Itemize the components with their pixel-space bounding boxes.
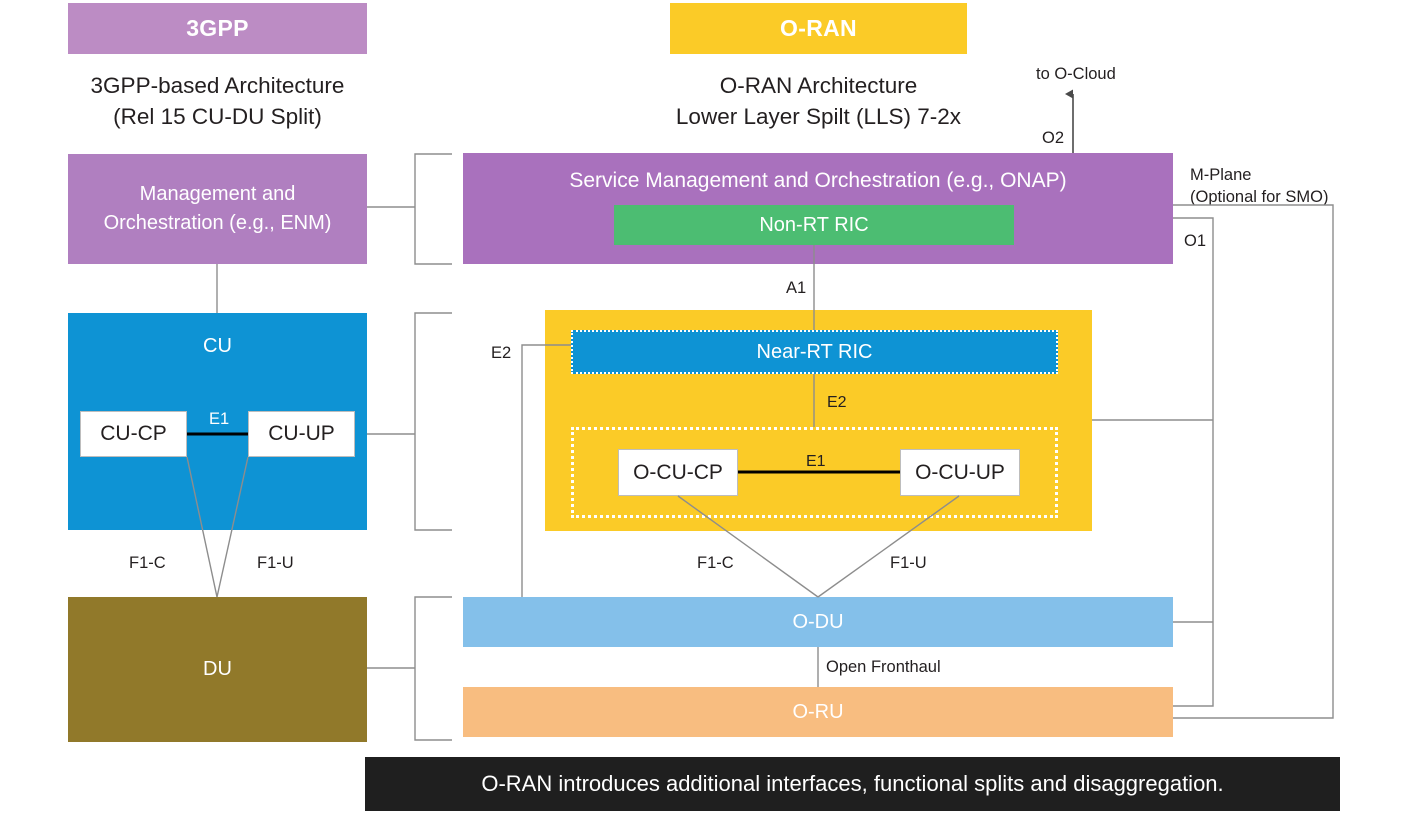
- caption-oran: O-RAN Architecture Lower Layer Spilt (LL…: [619, 70, 1018, 132]
- label-e1-right: E1: [806, 453, 826, 470]
- label-open-fronthaul: Open Fronthaul: [826, 658, 941, 676]
- header-pill-oran-label: O-RAN: [780, 15, 857, 41]
- bracket-1: [414, 153, 452, 265]
- bracket-2: [414, 312, 452, 531]
- label-f1c-left: F1-C: [129, 554, 166, 572]
- label-f1c-right: F1-C: [697, 554, 734, 572]
- block-cu-cp: CU-CP: [80, 411, 187, 457]
- o-cu-cp-label: O-CU-CP: [633, 460, 723, 484]
- footer-banner-text: O-RAN introduces additional interfaces, …: [481, 771, 1224, 796]
- caption-3gpp-line2: (Rel 15 CU-DU Split): [113, 104, 322, 130]
- label-m-plane-line2: (Optional for SMO): [1190, 188, 1329, 207]
- block-o-cu-up: O-CU-UP: [900, 449, 1020, 496]
- block-near-rt-ric: Near-RT RIC: [571, 330, 1058, 374]
- smo-label: Service Management and Orchestration (e.…: [569, 169, 1067, 192]
- label-o2: O2: [1042, 129, 1065, 147]
- bracket-3: [414, 596, 452, 741]
- near-rt-ric-label: Near-RT RIC: [756, 340, 873, 363]
- block-du: DU: [68, 597, 367, 742]
- label-e1-left: E1: [209, 410, 230, 428]
- management-label-line1: Management and: [139, 183, 296, 205]
- cu-label: CU: [203, 335, 232, 357]
- label-e2-left: E2: [491, 344, 512, 362]
- header-pill-3gpp-label: 3GPP: [186, 15, 249, 41]
- label-o1: O1: [1184, 232, 1207, 250]
- label-f1u-right: F1-U: [890, 554, 927, 572]
- o-ru-label: O-RU: [792, 700, 844, 723]
- o-cu-up-label: O-CU-UP: [915, 460, 1005, 484]
- header-pill-3gpp: 3GPP: [68, 3, 367, 54]
- block-non-rt-ric: Non-RT RIC: [614, 205, 1014, 245]
- non-rt-ric-label: Non-RT RIC: [759, 213, 869, 236]
- label-a1: A1: [786, 279, 807, 297]
- block-management-orchestration: Management and Orchestration (e.g., ENM): [68, 154, 367, 264]
- label-m-plane: M-Plane (Optional for SMO): [1190, 164, 1328, 209]
- caption-3gpp-line1: 3GPP-based Architecture: [90, 73, 345, 98]
- block-cu-up: CU-UP: [248, 411, 355, 457]
- cu-cp-label: CU-CP: [100, 422, 167, 445]
- block-o-ru: O-RU: [463, 687, 1173, 737]
- caption-oran-line1: O-RAN Architecture: [719, 73, 918, 98]
- management-label-line2: Orchestration (e.g., ENM): [103, 212, 332, 234]
- label-f1u-left: F1-U: [257, 554, 294, 572]
- label-to-o-cloud: to O-Cloud: [1036, 65, 1116, 83]
- label-e2-mid: E2: [827, 394, 847, 411]
- caption-oran-line2: Lower Layer Spilt (LLS) 7-2x: [675, 104, 962, 130]
- line-o1-to-oru: [1173, 622, 1214, 707]
- block-o-du: O-DU: [463, 597, 1173, 647]
- footer-banner: O-RAN introduces additional interfaces, …: [365, 757, 1340, 811]
- header-pill-oran: O-RAN: [670, 3, 967, 54]
- line-o1-main: [1173, 217, 1214, 622]
- label-m-plane-line1: M-Plane: [1190, 166, 1252, 184]
- line-m-plane: [1173, 204, 1334, 719]
- block-o-cu-cp: O-CU-CP: [618, 449, 738, 496]
- cu-up-label: CU-UP: [268, 422, 335, 445]
- caption-3gpp: 3GPP-based Architecture (Rel 15 CU-DU Sp…: [18, 70, 417, 132]
- du-label: DU: [203, 658, 232, 680]
- o-du-label: O-DU: [792, 610, 844, 633]
